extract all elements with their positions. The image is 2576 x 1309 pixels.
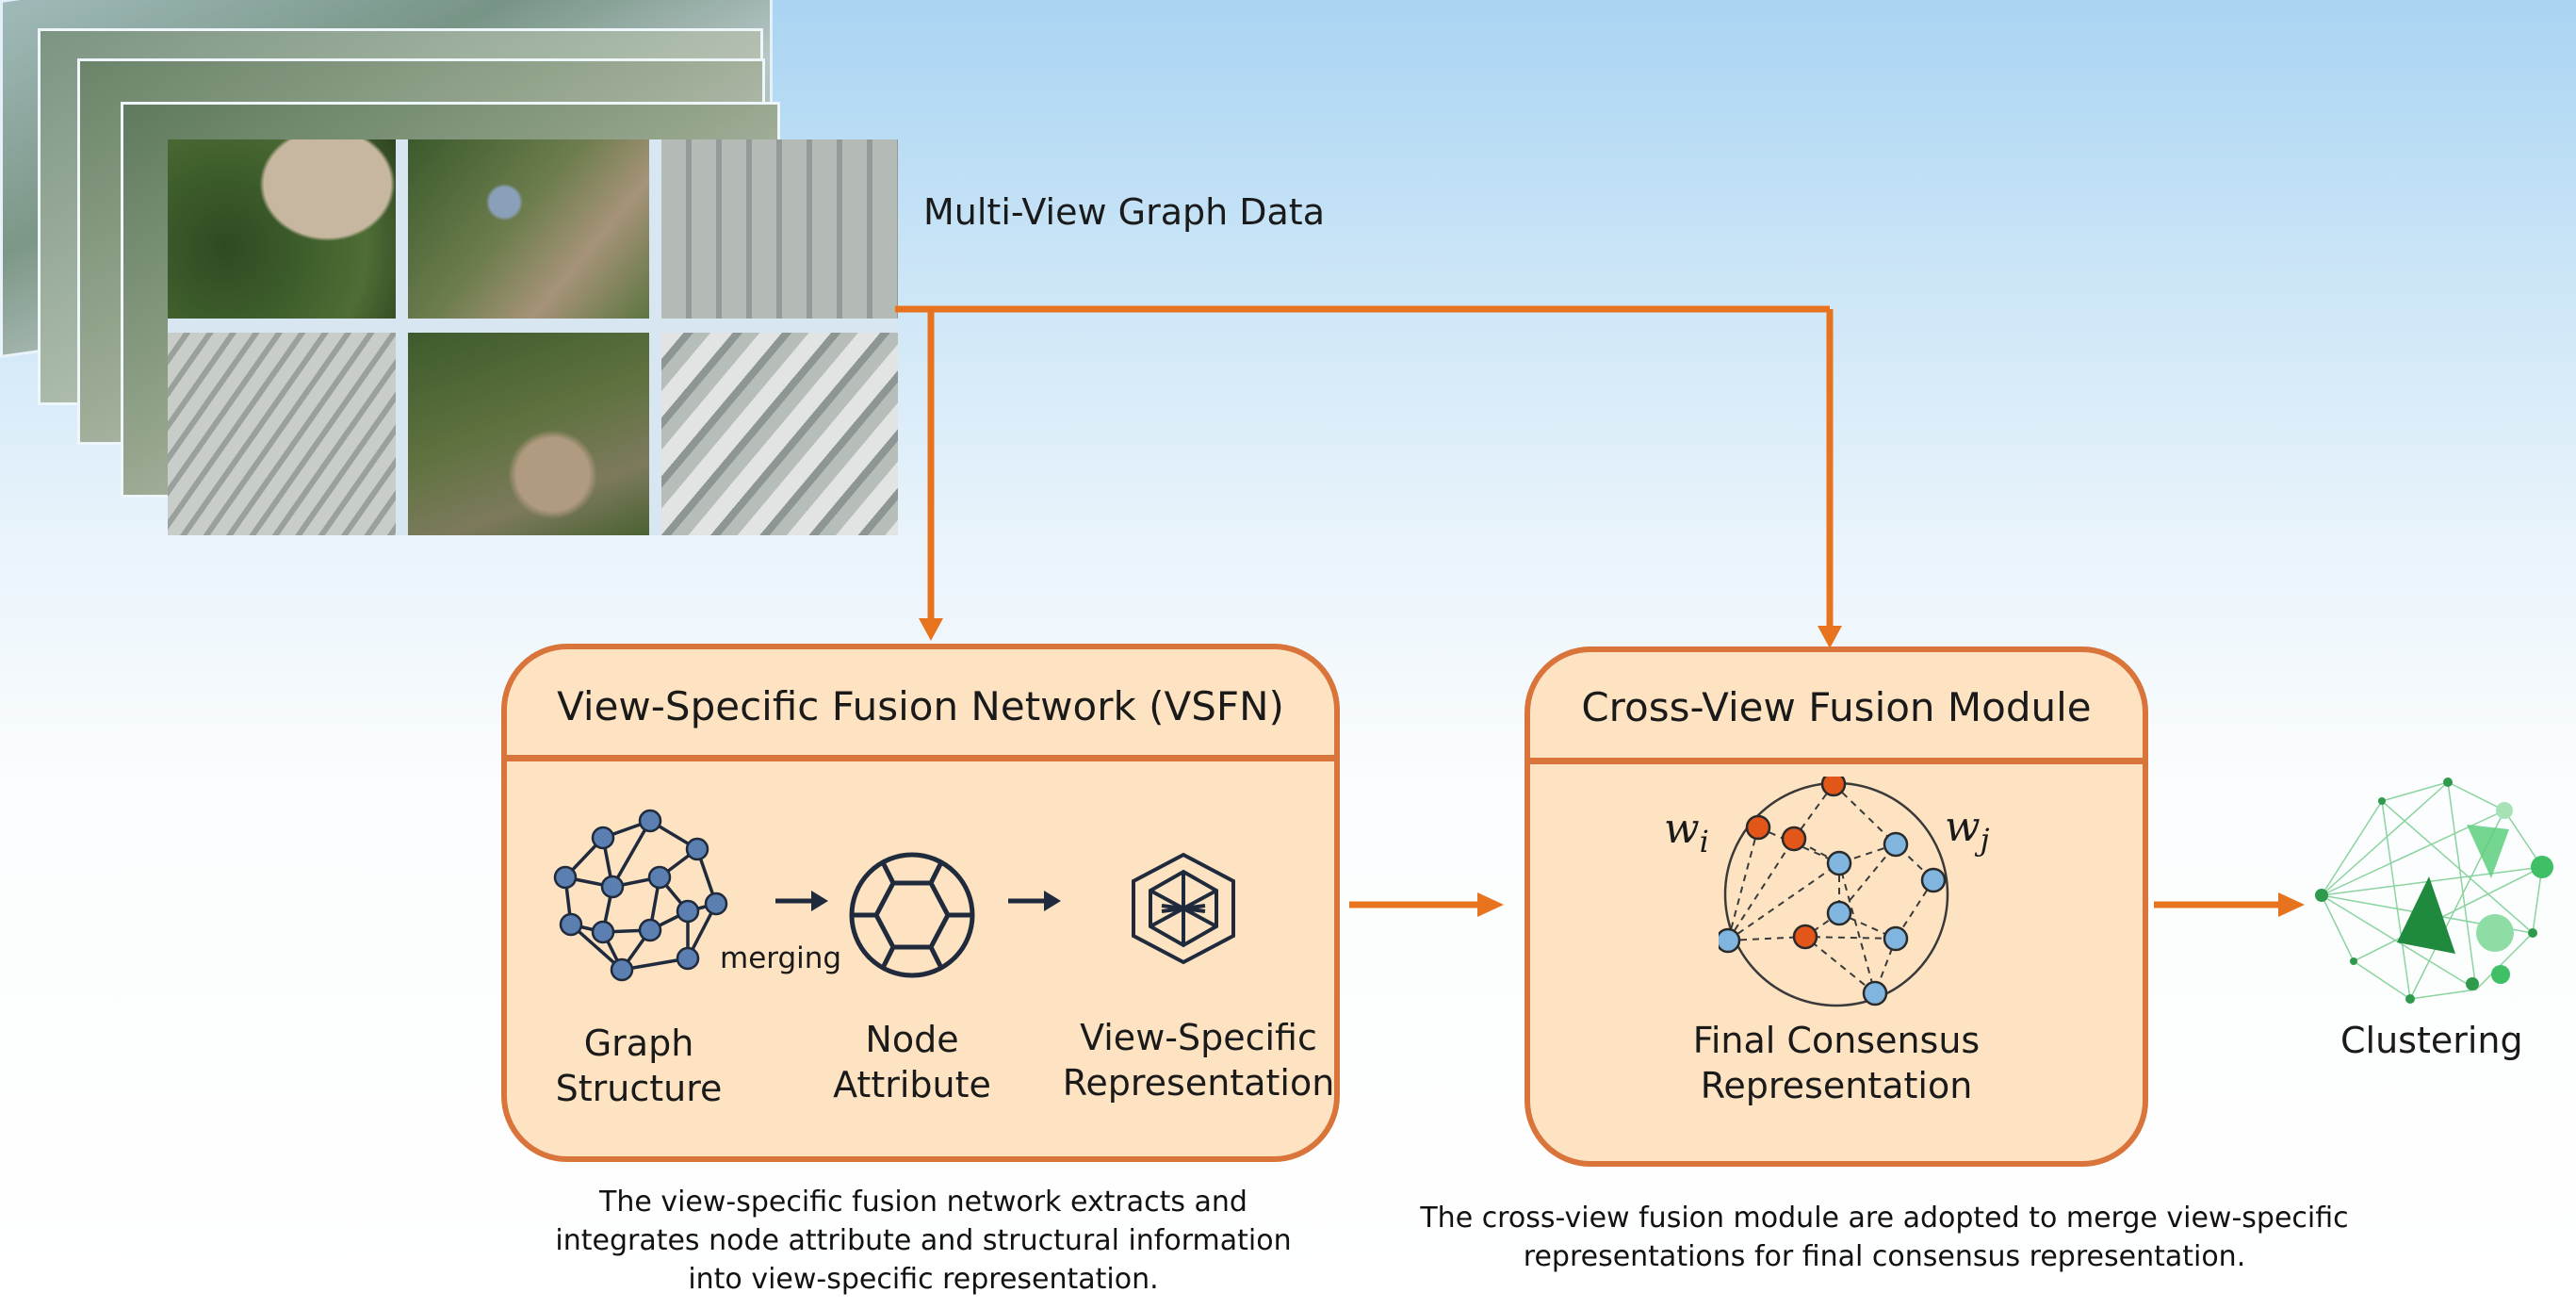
cluster-triangle-dark	[2397, 876, 2455, 954]
aerial-tile-industrial	[661, 139, 898, 319]
aerial-tile-forest	[168, 139, 396, 319]
cvf-desc-line2: representations for final consensus repr…	[1523, 1240, 2246, 1273]
vsfn-desc-line2: integrates node attribute and structural…	[555, 1224, 1292, 1257]
rep-label-line2: Representation	[1062, 1062, 1335, 1104]
arrowhead-vsfn-to-cvf	[1477, 892, 1504, 917]
graph-label-line1: Graph	[583, 1023, 694, 1064]
weight-wi-label: wi	[1664, 805, 1709, 859]
aerial-image-grid	[168, 139, 898, 535]
aerial-tile-field	[408, 333, 649, 535]
multi-view-graph-data-label: Multi-View Graph Data	[923, 191, 1325, 233]
merge-arrow-icon	[775, 891, 828, 911]
aerial-tile-greenhouses	[168, 333, 396, 535]
merging-label: merging	[720, 941, 842, 975]
vsfn-panel: View-Specific Fusion Network (VSFN) Grap…	[501, 644, 1340, 1162]
rep-label-line1: View-Specific	[1080, 1017, 1317, 1058]
final-consensus-label: Final Consensus Representation	[1653, 1018, 2020, 1108]
cvf-divider	[1530, 758, 2143, 764]
arrowhead-cvf	[1818, 626, 1842, 648]
node-label-line1: Node	[865, 1019, 959, 1060]
arrowhead-to-cluster	[2278, 892, 2305, 917]
view-specific-representation-label: View-Specific Representation	[1059, 1015, 1338, 1105]
wj-symbol: w	[1945, 803, 1981, 851]
view-specific-representation-icon	[1132, 852, 1235, 965]
cvf-description: The cross-view fusion module are adopted…	[1366, 1199, 2403, 1276]
wi-symbol: w	[1664, 805, 1700, 853]
cross-view-fusion-panel: Cross-View Fusion Module wi wj	[1524, 646, 2148, 1167]
cvf-label-line1: Final Consensus	[1692, 1020, 1981, 1061]
vsfn-title: View-Specific Fusion Network (VSFN)	[557, 683, 1284, 729]
cluster-triangle-light	[2467, 825, 2509, 878]
vsfn-description: The view-specific fusion network extract…	[490, 1183, 1357, 1299]
graph-label-line2: Structure	[555, 1068, 723, 1109]
vsfn-divider	[507, 755, 1334, 761]
cvf-label-line2: Representation	[1700, 1065, 1973, 1106]
node-attribute-icon	[849, 852, 975, 978]
aerial-tile-rooftops	[661, 333, 898, 535]
node-label-line2: Attribute	[833, 1064, 991, 1105]
node-attribute-label: Node Attribute	[827, 1017, 997, 1107]
clustering-label: Clustering	[2340, 1020, 2523, 1061]
cvf-desc-line1: The cross-view fusion module are adopted…	[1420, 1202, 2349, 1235]
clustering-icon	[2315, 777, 2553, 1004]
consensus-graph-icon	[1719, 777, 1949, 1007]
aerial-tile-village	[408, 139, 649, 319]
wj-subscript: j	[1980, 821, 1990, 858]
vsfn-desc-line1: The view-specific fusion network extract…	[599, 1186, 1247, 1219]
weight-wj-label: wj	[1945, 803, 1990, 858]
graph-structure-label: Graph Structure	[526, 1021, 752, 1111]
vsfn-desc-line3: into view-specific representation.	[688, 1263, 1159, 1296]
wi-subscript: i	[1699, 823, 1709, 859]
cvf-title: Cross-View Fusion Module	[1581, 684, 2092, 730]
attribute-arrow-icon	[1008, 891, 1061, 911]
arrowhead-vsfn	[919, 618, 943, 641]
graph-structure-icon	[553, 809, 728, 982]
